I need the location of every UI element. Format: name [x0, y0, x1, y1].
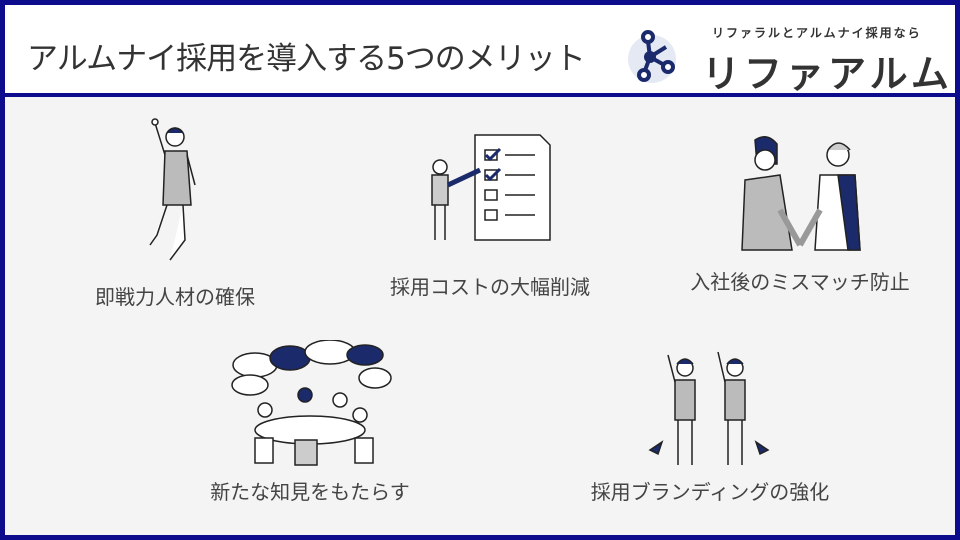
merit-label: 採用ブランディングの強化 — [590, 480, 830, 504]
page-title: アルムナイ採用を導入する5つのメリット — [27, 41, 586, 77]
merit-item: 入社後のミスマッチ防止 — [665, 130, 935, 295]
merit-label: 即戦力人材の確保 — [95, 285, 255, 309]
cheering-person-illustration — [149, 118, 196, 261]
merit-item: 即戦力人材の確保 — [60, 115, 290, 310]
merit-label: 新たな知見をもたらす — [210, 480, 410, 504]
team-discussion-illustration — [231, 340, 392, 466]
merit-item: 新たな知見をもたらす — [175, 340, 445, 505]
logo-name: リファアルム — [702, 52, 953, 96]
checklist-illustration — [431, 134, 551, 241]
merit-item: 採用ブランディングの強化 — [575, 340, 845, 505]
celebrating-people-illustration — [648, 351, 770, 465]
handshake-illustration — [741, 136, 861, 251]
merit-label: 採用コストの大幅削減 — [390, 275, 590, 299]
header: アルムナイ採用を導入する5つのメリット リファラルとアルムナイ採用なら リファア… — [5, 5, 955, 97]
logo: リファラルとアルムナイ採用なら リファアルム — [622, 19, 949, 96]
logo-tagline: リファラルとアルムナイ採用なら — [712, 26, 922, 40]
logo-mark-icon — [628, 30, 676, 83]
merit-label: 入社後のミスマッチ防止 — [690, 270, 910, 294]
merit-item: 採用コストの大幅削減 — [370, 125, 610, 300]
